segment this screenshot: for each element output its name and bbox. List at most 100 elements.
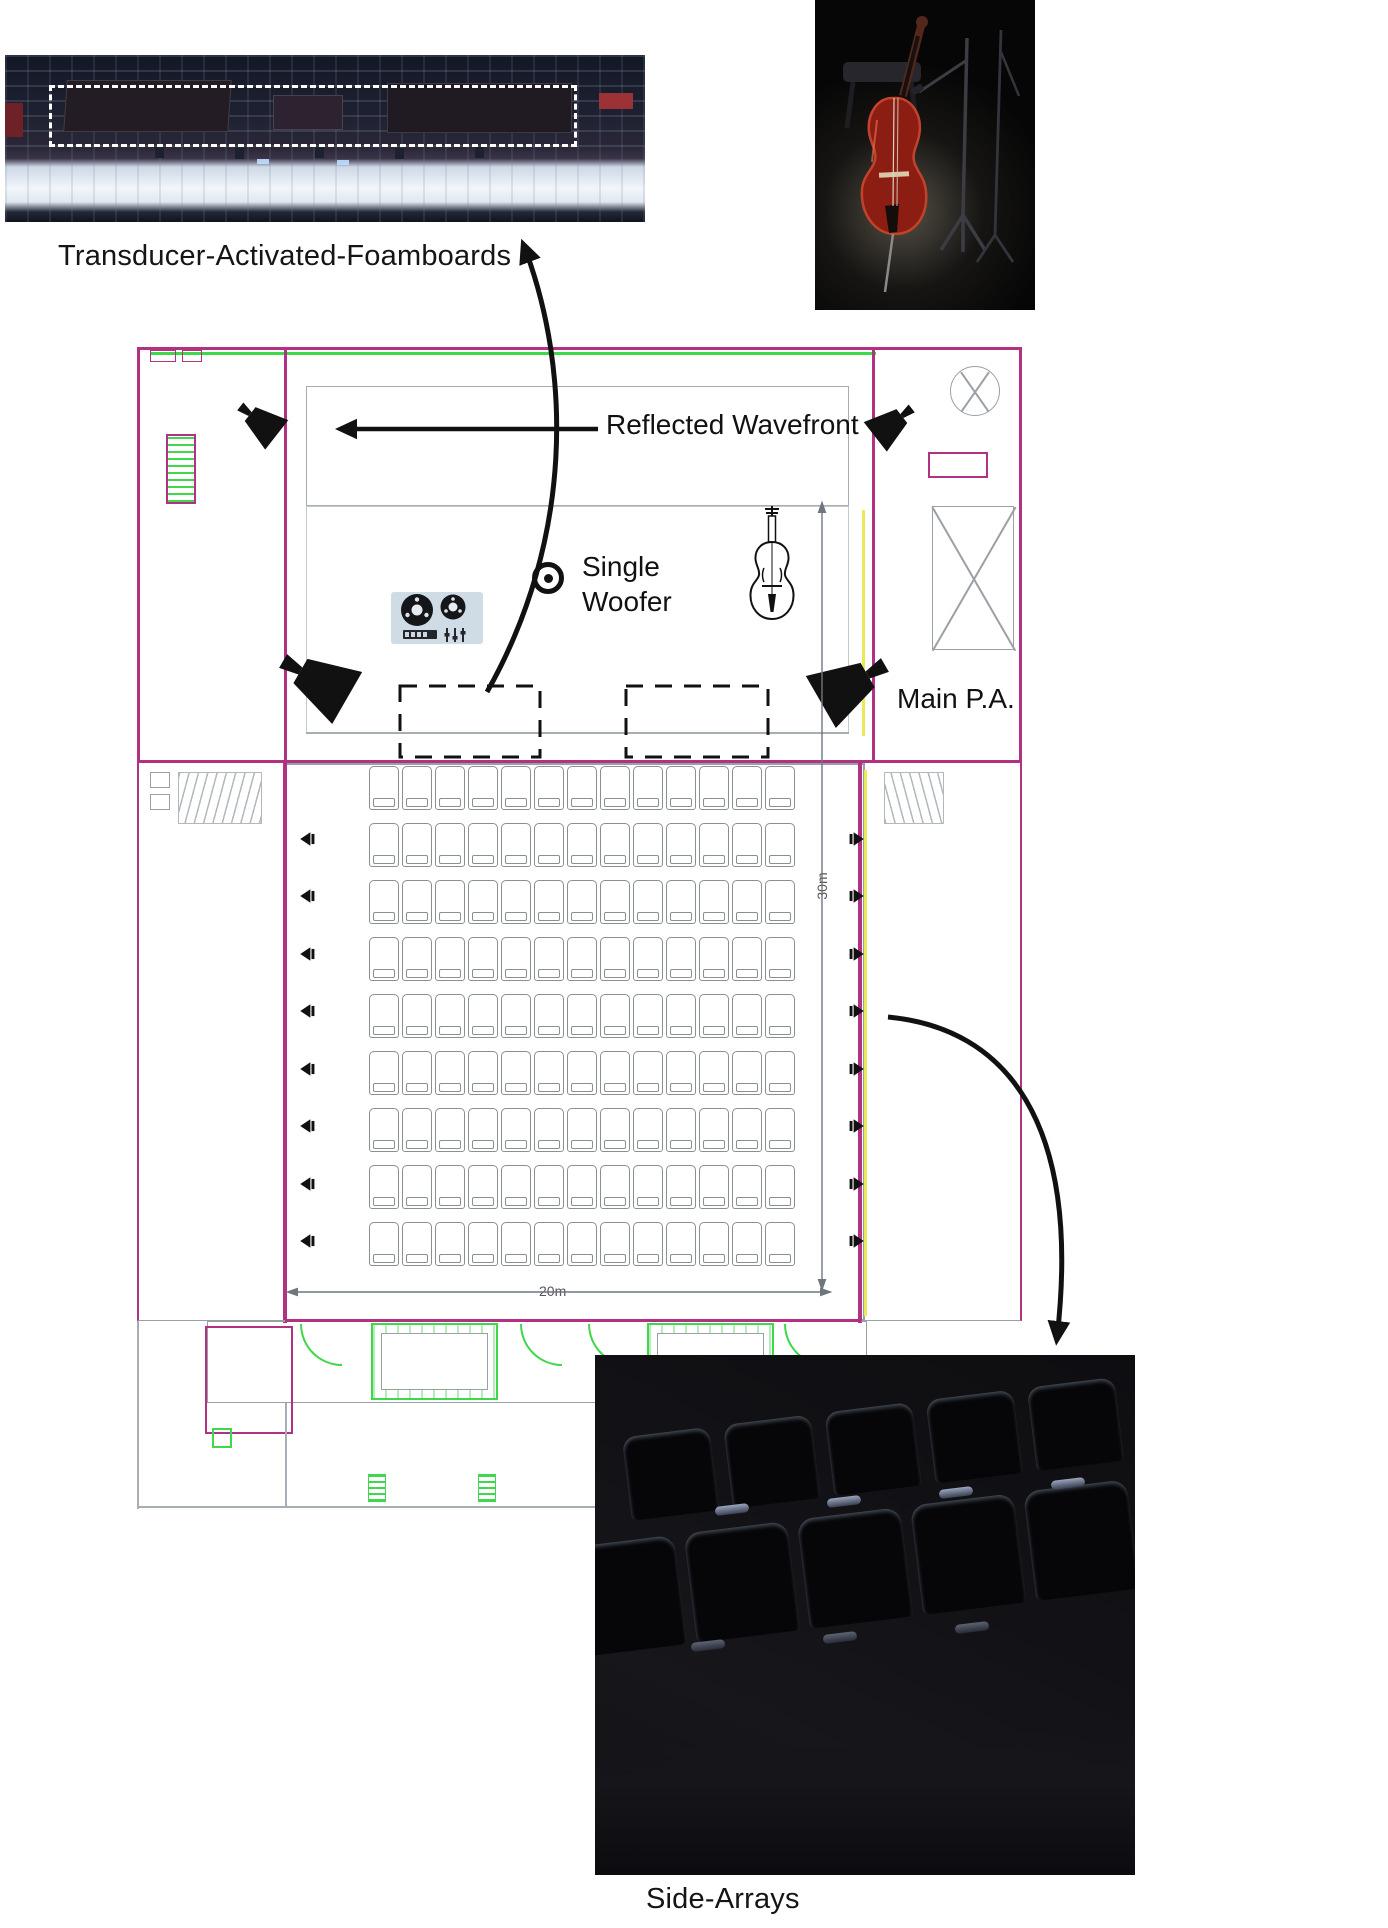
wall-fixture xyxy=(182,350,202,362)
seat xyxy=(534,1165,564,1209)
foamboard-panel xyxy=(387,83,572,133)
seat xyxy=(468,937,498,981)
seat xyxy=(765,994,795,1038)
single-woofer-label: Single Woofer xyxy=(582,549,672,619)
stage-light xyxy=(337,160,349,165)
wing-closet xyxy=(150,794,170,810)
side-speaker-icon xyxy=(300,1061,315,1076)
stage-lamp xyxy=(475,147,484,158)
red-fixture xyxy=(5,103,23,137)
entrance-box xyxy=(371,1323,498,1400)
seat xyxy=(435,1051,465,1095)
seat xyxy=(600,1165,630,1209)
seat xyxy=(600,1108,630,1152)
seat xyxy=(732,1222,762,1266)
seat xyxy=(369,1051,399,1095)
seat xyxy=(468,1165,498,1209)
left-wing xyxy=(137,763,285,1321)
seat-row xyxy=(369,1165,795,1209)
green-pillar xyxy=(478,1474,496,1502)
side-speaker-icon xyxy=(849,1061,864,1076)
building-edge xyxy=(137,1506,595,1508)
side-speaker-icon xyxy=(300,947,315,961)
side-speaker-icon xyxy=(300,832,315,846)
seat xyxy=(765,823,795,867)
seat xyxy=(699,994,729,1038)
seat xyxy=(501,823,531,867)
seat xyxy=(534,1108,564,1152)
seat xyxy=(666,1222,696,1266)
seat xyxy=(633,880,663,924)
seat xyxy=(501,1108,531,1152)
side-speaker-icon xyxy=(300,1176,315,1191)
seat xyxy=(435,994,465,1038)
cello-photo-art xyxy=(843,16,1021,293)
stage-lamp xyxy=(155,147,164,158)
stage-lamp xyxy=(315,147,324,158)
seat xyxy=(732,937,762,981)
side-speakers-right xyxy=(848,830,866,1250)
stage-lamp xyxy=(235,148,244,159)
seat xyxy=(567,1051,597,1095)
seat xyxy=(567,1222,597,1266)
seat xyxy=(666,766,696,810)
seat xyxy=(666,1051,696,1095)
seat xyxy=(765,1108,795,1152)
armrest-highlight xyxy=(822,1630,858,1645)
microphone xyxy=(911,84,924,95)
hall-depth-dimension: 30m xyxy=(814,864,830,908)
seat xyxy=(402,1051,432,1095)
tape-recorder-icon xyxy=(391,586,483,650)
seat xyxy=(534,823,564,867)
side-arrays-photo xyxy=(595,1355,1135,1875)
seat xyxy=(699,1051,729,1095)
wall-fixture xyxy=(150,350,176,362)
seat-row xyxy=(369,1108,795,1152)
seat xyxy=(567,766,597,810)
floor-shadow xyxy=(595,1725,1135,1875)
foamboard-dashed-outline xyxy=(49,85,577,147)
seat xyxy=(435,937,465,981)
hall-right-yellow-line xyxy=(864,770,867,1316)
seat xyxy=(435,823,465,867)
seat xyxy=(534,937,564,981)
stage-house-outline xyxy=(137,347,1022,763)
hall-width-dimension: 20m xyxy=(534,1283,572,1299)
seat-grid xyxy=(369,766,795,1279)
rear-stage-zone xyxy=(306,386,849,506)
foamboard-panel xyxy=(273,95,343,130)
side-speaker-icon xyxy=(300,889,315,904)
side-speaker-icon xyxy=(300,1119,315,1133)
seat xyxy=(666,1108,696,1152)
seat xyxy=(600,880,630,924)
seat xyxy=(765,766,795,810)
seat-back xyxy=(621,1426,720,1521)
seat xyxy=(402,1108,432,1152)
seat xyxy=(666,937,696,981)
green-cabinet xyxy=(212,1428,232,1448)
seat xyxy=(633,1222,663,1266)
seat-row xyxy=(369,937,795,981)
side-speaker-icon xyxy=(849,947,864,961)
seat xyxy=(534,1222,564,1266)
seat xyxy=(699,1108,729,1152)
seat-row xyxy=(369,880,795,924)
side-speaker-icon xyxy=(849,1234,864,1248)
single-woofer-label-line1: Single xyxy=(582,551,660,582)
seat xyxy=(699,937,729,981)
seat xyxy=(534,766,564,810)
seat xyxy=(501,1165,531,1209)
seat xyxy=(501,937,531,981)
foamboards-caption: Transducer-Activated-Foamboards xyxy=(58,240,512,272)
seat xyxy=(468,994,498,1038)
seat xyxy=(600,766,630,810)
armrest-highlight xyxy=(938,1485,974,1500)
seat xyxy=(633,1108,663,1152)
seat xyxy=(402,937,432,981)
seat xyxy=(633,994,663,1038)
armrest-highlight xyxy=(954,1620,990,1635)
seat xyxy=(567,880,597,924)
stage-right-wall xyxy=(872,347,875,763)
seat xyxy=(468,766,498,810)
